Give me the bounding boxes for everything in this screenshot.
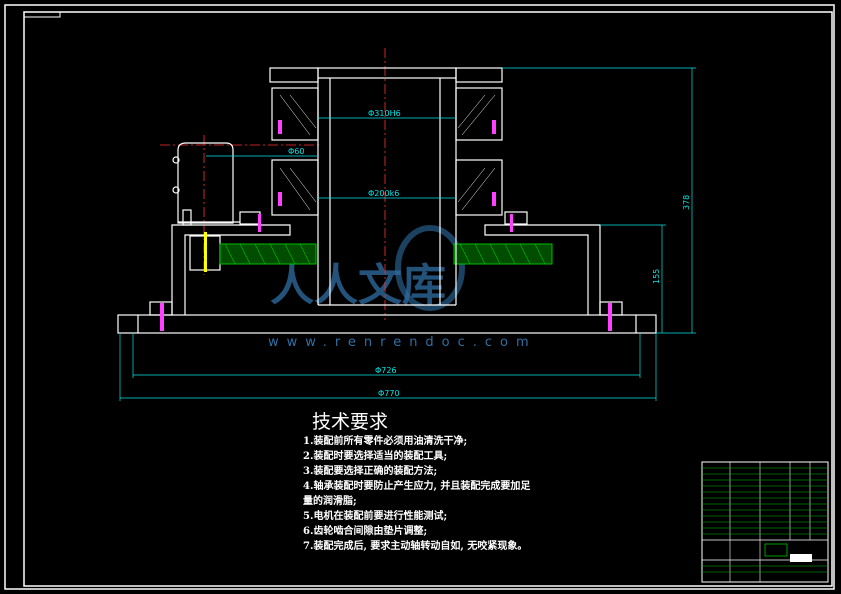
bearing-housing-left bbox=[269, 67, 319, 216]
dim-lower-height: 155 bbox=[652, 269, 661, 284]
dim-inner-dia: Φ726 bbox=[375, 366, 397, 375]
dim-pinion: Φ60 bbox=[288, 147, 304, 156]
note-item: 7.装配完成后, 要求主动轴转动自如, 无咬紧现象。 bbox=[303, 539, 527, 552]
watermark-brand: 人人文库 bbox=[270, 260, 446, 311]
outer-border bbox=[4, 4, 835, 590]
note-item: 4.轴承装配时要防止产生应力, 并且装配完成要加足 bbox=[303, 479, 531, 492]
dim-bore-upper: Φ310H6 bbox=[368, 109, 401, 118]
dim-outer-dia: Φ770 bbox=[378, 389, 400, 398]
watermark: 人人文库 www.renrendoc.com bbox=[268, 225, 537, 350]
note-item: 1.装配前所有零件必须用油清洗干净; bbox=[303, 434, 467, 447]
note-item: 2.装配时要选择适当的装配工具; bbox=[303, 449, 447, 462]
note-item: 6.齿轮啮合间隙由垫片调整; bbox=[303, 524, 427, 537]
note-item: 5.电机在装配前要进行性能测试; bbox=[303, 509, 447, 522]
bearing-housing-right bbox=[455, 67, 503, 216]
dimension-lines bbox=[119, 67, 696, 401]
gear-train bbox=[189, 235, 553, 271]
title-block bbox=[701, 461, 829, 583]
note-item: 3.装配要选择正确的装配方法; bbox=[303, 464, 437, 477]
dim-bore-lower: Φ200k6 bbox=[368, 189, 399, 198]
technical-notes: 技术要求 1.装配前所有零件必须用油清洗干净; 2.装配时要选择适当的装配工具;… bbox=[303, 411, 531, 552]
motor bbox=[172, 142, 240, 224]
bolts bbox=[160, 214, 612, 331]
notes-title: 技术要求 bbox=[312, 411, 388, 433]
watermark-url: www.renrendoc.com bbox=[268, 335, 537, 350]
dim-total-height: 378 bbox=[682, 195, 691, 210]
note-item: 量的润滑脂; bbox=[303, 494, 357, 507]
inner-border bbox=[23, 11, 833, 587]
dimension-labels: Φ310H6 Φ200k6 Φ60 Φ726 Φ770 378 155 bbox=[288, 109, 691, 398]
corner-tag bbox=[24, 12, 61, 18]
